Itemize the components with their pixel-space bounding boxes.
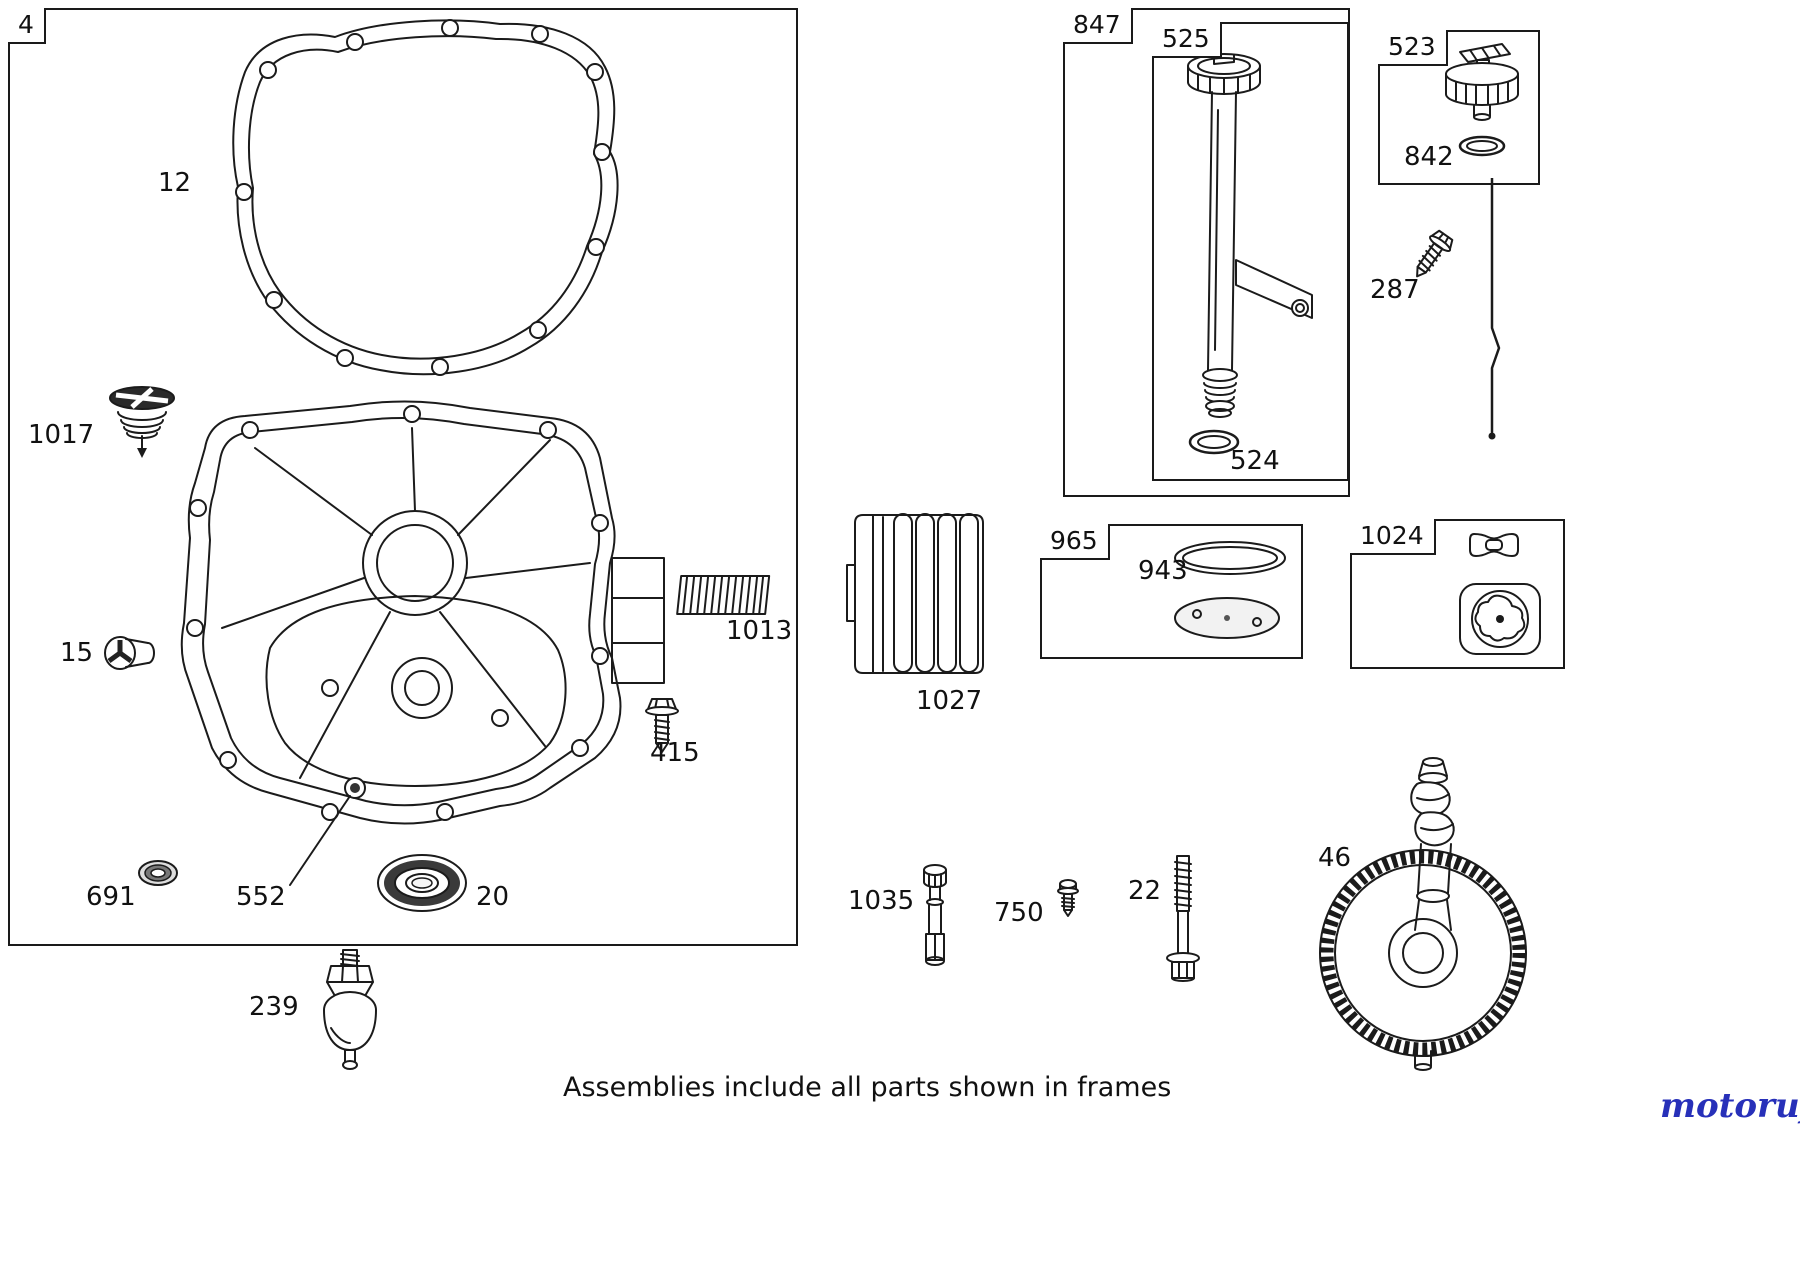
part-label-239: 239 — [249, 992, 299, 1022]
thread-insert-drawing — [676, 575, 771, 615]
screw-287-drawing — [1416, 229, 1454, 278]
frame-1024 — [1350, 519, 1565, 669]
frame-tag-523: 523 — [1378, 30, 1448, 66]
pressure-switch-drawing — [323, 949, 377, 1070]
screw-750-drawing — [1057, 879, 1079, 917]
part-label-1017: 1017 — [28, 420, 95, 450]
part-label-415: 415 — [650, 738, 700, 768]
frame-tag-525: 525 — [1152, 22, 1222, 58]
part-label-20: 20 — [476, 882, 510, 912]
dipstick-rod-drawing — [1488, 178, 1501, 440]
frame-main-assembly — [8, 8, 798, 946]
part-label-15: 15 — [60, 638, 94, 668]
frame-tag-965: 965 — [1040, 524, 1110, 560]
oil-pump-drawing — [1459, 533, 1541, 655]
footer-note: Assemblies include all parts shown in fr… — [563, 1072, 1172, 1103]
frame-523 — [1378, 30, 1540, 185]
oil-seal-drawing — [377, 854, 467, 912]
motoruf-logo[interactable]: motoruf.de — [1660, 1086, 1800, 1126]
part-label-524: 524 — [1230, 446, 1280, 476]
part-label-1027: 1027 — [916, 686, 983, 716]
part-label-22: 22 — [1128, 876, 1162, 906]
crankcase-gasket-drawing — [232, 19, 619, 376]
part-label-46: 46 — [1318, 843, 1352, 873]
frame-tag-1024: 1024 — [1350, 519, 1436, 555]
cap-plug-drawing — [104, 636, 155, 670]
frame-847 — [1063, 8, 1350, 497]
frame-tag-4: 4 — [8, 8, 46, 44]
part-label-842: 842 — [1404, 142, 1454, 172]
part-label-287: 287 — [1370, 275, 1420, 305]
frame-525 — [1152, 22, 1349, 481]
camshaft-drawing — [1319, 757, 1527, 1071]
part-label-552: 552 — [236, 882, 286, 912]
dipstick-cap-drawing — [1445, 43, 1519, 157]
logo-brand-text[interactable]: motoruf — [1660, 1086, 1800, 1126]
dipstick-tube-drawing — [1187, 53, 1313, 455]
part-label-12: 12 — [158, 168, 192, 198]
frame-tag-847: 847 — [1063, 8, 1133, 44]
part-label-691: 691 — [86, 882, 136, 912]
bolt-22-drawing — [1166, 855, 1200, 982]
oil-filter-drawing — [846, 513, 984, 674]
pump-shaft-drawing — [923, 864, 947, 966]
part-label-943: 943 — [1138, 556, 1188, 586]
part-label-1035: 1035 — [848, 886, 915, 916]
frame-965 — [1040, 524, 1303, 659]
oil-fill-plug-drawing — [109, 386, 175, 458]
part-label-750: 750 — [994, 898, 1044, 928]
washer-691-drawing — [138, 860, 178, 886]
part-label-1013: 1013 — [726, 616, 793, 646]
bolt-415-drawing — [645, 698, 679, 753]
crankcase-sump-drawing — [180, 400, 665, 886]
cover-gasket-drawing — [1174, 541, 1286, 639]
